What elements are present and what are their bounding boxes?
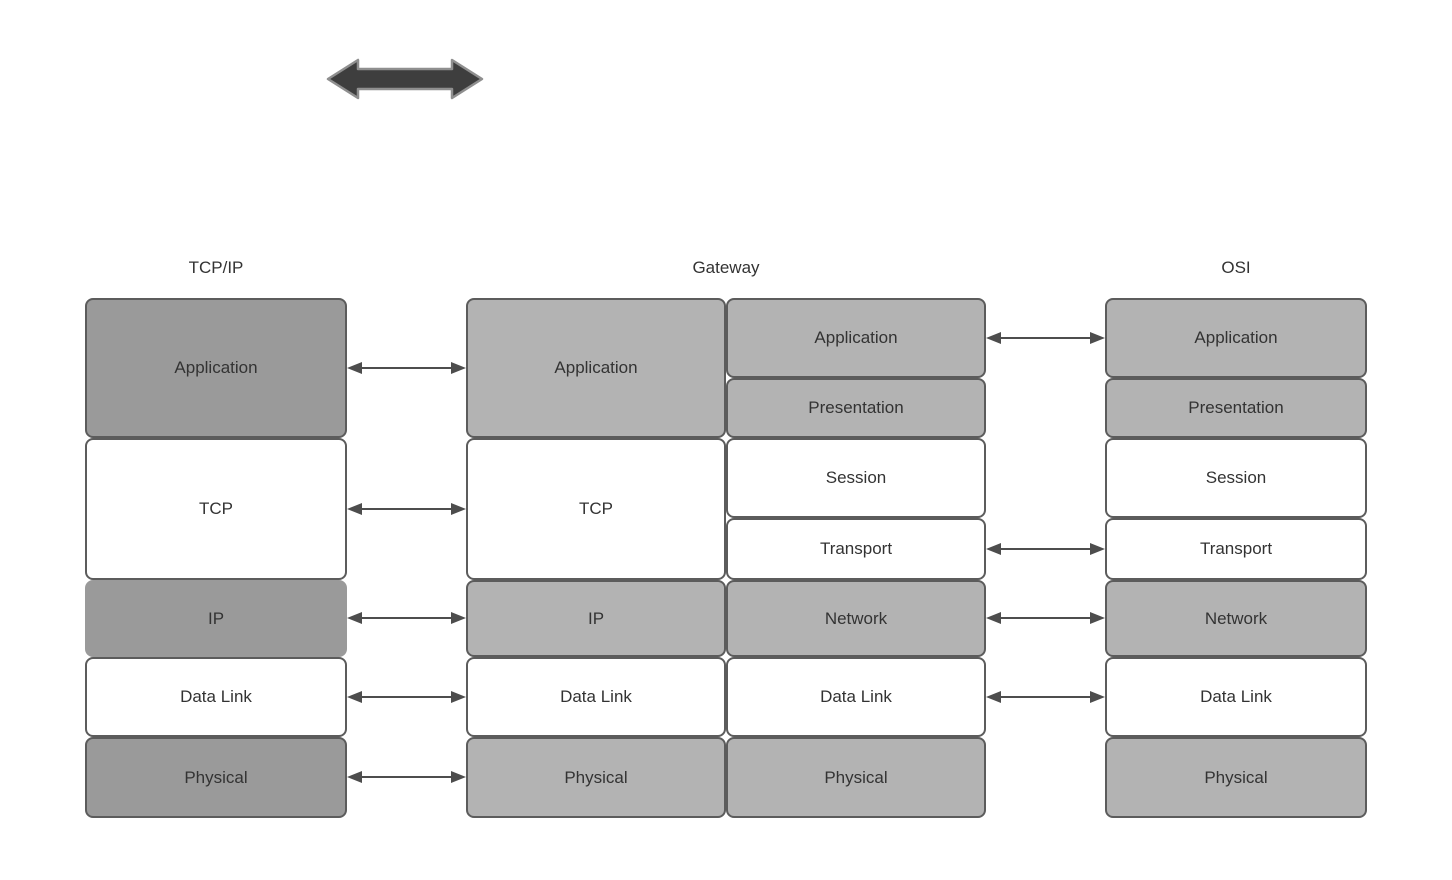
osi-layer-network: Network: [1105, 580, 1367, 657]
column-header-gateway: Gateway: [692, 258, 760, 277]
arrow-gateway-osi-transport: [986, 542, 1105, 556]
arrow-gateway-osi-data-link: [986, 690, 1105, 704]
gateway-right-layer-transport: Transport: [726, 518, 986, 580]
tcpip-layer-ip: IP: [85, 580, 347, 657]
arrow-tcpip-gateway-tcp: [347, 502, 466, 516]
gateway-right-layer-physical: Physical: [726, 737, 986, 818]
osi-layer-physical: Physical: [1105, 737, 1367, 818]
gateway-left-layer-application: Application: [466, 298, 726, 438]
column-header-tcpip: TCP/IP: [188, 258, 244, 277]
gateway-right-layer-data-link: Data Link: [726, 657, 986, 737]
osi-layer-application: Application: [1105, 298, 1367, 378]
double-headed-arrow-icon: [326, 58, 484, 100]
arrow-tcpip-gateway-ip: [347, 611, 466, 625]
tcpip-layer-physical: Physical: [85, 737, 347, 818]
tcpip-layer-tcp: TCP: [85, 438, 347, 580]
arrow-tcpip-gateway-application: [347, 361, 466, 375]
gateway-left-layer-physical: Physical: [466, 737, 726, 818]
arrow-gateway-osi-network: [986, 611, 1105, 625]
gateway-left-layer-tcp: TCP: [466, 438, 726, 580]
osi-layer-session: Session: [1105, 438, 1367, 518]
arrow-tcpip-gateway-physical: [347, 770, 466, 784]
gateway-right-layer-session: Session: [726, 438, 986, 518]
tcpip-layer-data-link: Data Link: [85, 657, 347, 737]
arrow-tcpip-gateway-data-link: [347, 690, 466, 704]
tcpip-layer-application: Application: [85, 298, 347, 438]
arrow-gateway-osi-application: [986, 331, 1105, 345]
gateway-right-layer-application: Application: [726, 298, 986, 378]
osi-layer-data-link: Data Link: [1105, 657, 1367, 737]
osi-layer-presentation: Presentation: [1105, 378, 1367, 438]
gateway-right-layer-presentation: Presentation: [726, 378, 986, 438]
gateway-left-layer-data-link: Data Link: [466, 657, 726, 737]
gateway-right-layer-network: Network: [726, 580, 986, 657]
column-header-osi: OSI: [1221, 258, 1251, 277]
osi-layer-transport: Transport: [1105, 518, 1367, 580]
gateway-left-layer-ip: IP: [466, 580, 726, 657]
